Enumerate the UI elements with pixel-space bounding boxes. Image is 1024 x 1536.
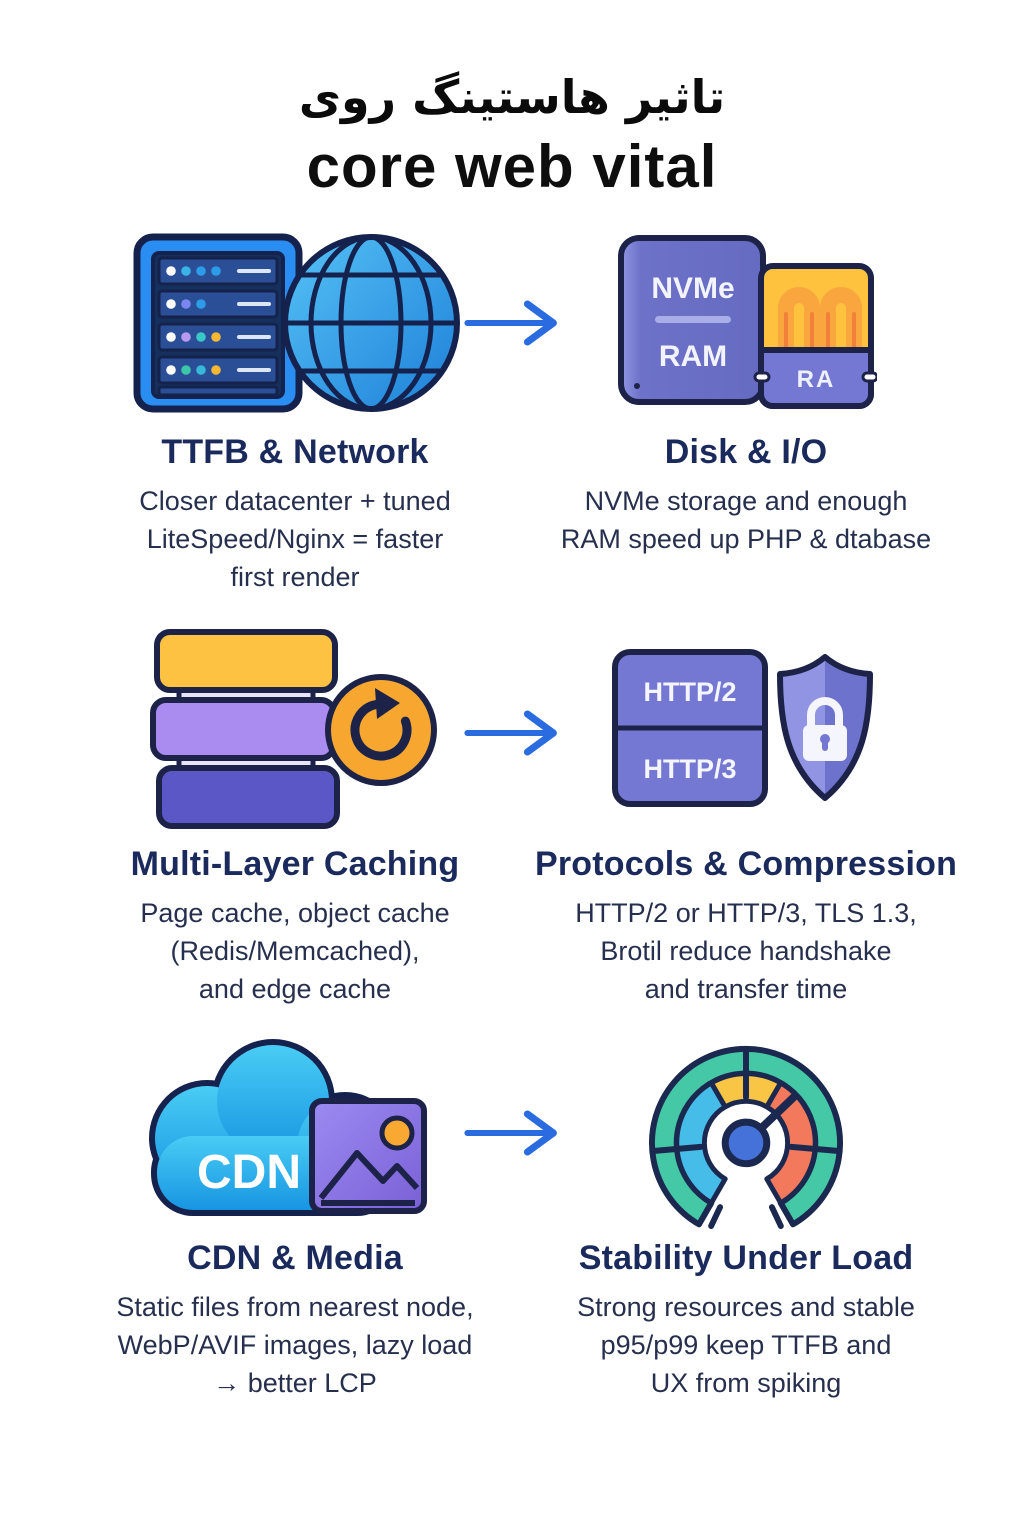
gauge-needle [721, 1092, 798, 1167]
http3-label: HTTP/3 [643, 754, 736, 784]
media-image-icon [309, 1097, 427, 1214]
http-shield-lock-icon: HTTP/2 HTTP/3 [612, 648, 873, 807]
ram-chip-label: RA [797, 366, 836, 393]
server-status-lights [166, 265, 271, 375]
section-body-ttfb: Closer datacenter + tuned LiteSpeed/Ngin… [139, 485, 451, 593]
caching-icon-wrap [149, 627, 441, 833]
row-ttfb-disk: TTFB & Network Closer datacenter + tuned… [0, 225, 1024, 597]
stability-icon-wrap [637, 1039, 855, 1229]
section-body-protocols: HTTP/2 or HTTP/3, TLS 1.3, Brotil reduce… [575, 897, 917, 1005]
section-heading-caching: Multi-Layer Caching [130, 844, 460, 883]
section-heading-stability: Stability Under Load [578, 1238, 914, 1277]
section-cdn-media: CDN CDN & Media Static files from neares… [0, 1038, 512, 1403]
shield-lock-icon [777, 653, 873, 801]
section-stability: Stability Under Load Strong resources an… [512, 1039, 1024, 1403]
page-title-persian: تاثیر هاستینگ روی [298, 70, 726, 124]
section-body-stability: Strong resources and stable p95/p99 keep… [577, 1291, 915, 1399]
flow-arrow-2 [461, 707, 571, 764]
section-heading-disk: Disk & I/O [664, 432, 828, 471]
section-heading-cdn: CDN & Media [187, 1238, 403, 1277]
http-protocol-card: HTTP/2 HTTP/3 [612, 648, 768, 807]
ram-chip-card: RA [753, 262, 877, 409]
refresh-icon [325, 673, 437, 786]
cache-layers-refresh-icon [150, 628, 437, 829]
nvme-label: NVMe [651, 272, 734, 305]
ttfb-icon-wrap [129, 225, 461, 421]
section-heading-protocols: Protocols & Compression [534, 844, 958, 883]
section-caching: Multi-Layer Caching Page cache, object c… [0, 627, 512, 1009]
section-body-disk: NVMe storage and enough RAM speed up PHP… [560, 485, 932, 554]
cache-layers [150, 628, 340, 829]
section-body-caching: Page cache, object cache (Redis/Memcache… [140, 897, 450, 1005]
section-body-cdn: Static files from nearest node, WebP/AVI… [116, 1291, 474, 1399]
flow-arrow-1 [461, 297, 571, 354]
header: تاثیر هاستینگ روی core web vital [0, 0, 1024, 197]
section-disk-io: NVMe RAM [512, 225, 1024, 597]
cdn-label: CDN [197, 1146, 301, 1199]
section-protocols: HTTP/2 HTTP/3 Protocols & Compression [512, 627, 1024, 1009]
protocols-icon-wrap: HTTP/2 HTTP/3 [610, 627, 882, 833]
globe-icon [282, 233, 460, 412]
disk-icon-wrap: NVMe RAM [615, 225, 877, 421]
http2-label: HTTP/2 [643, 677, 736, 707]
server-rack-icon [133, 233, 303, 413]
right-arrow-icon [464, 710, 557, 756]
gauge-icon [649, 1045, 843, 1229]
flow-arrow-3 [461, 1107, 571, 1164]
row-caching-protocols: Multi-Layer Caching Page cache, object c… [0, 627, 1024, 1009]
cdn-cloud-image-icon: CDN [149, 1038, 427, 1216]
right-arrow-icon [464, 300, 557, 346]
ram-label: RAM [659, 340, 727, 373]
sections-grid: TTFB & Network Closer datacenter + tuned… [0, 225, 1024, 1403]
right-arrow-icon [464, 1110, 557, 1156]
gauge-dial [649, 1045, 843, 1229]
cdn-icon-wrap: CDN [145, 1038, 445, 1227]
section-heading-ttfb: TTFB & Network [161, 432, 429, 471]
page-title-english: core web vital [306, 132, 718, 200]
server-globe-icon [133, 233, 460, 413]
row-cdn-stability: CDN CDN & Media Static files from neares… [0, 1038, 1024, 1403]
nvme-ram-icon: NVMe RAM [618, 234, 877, 409]
nvme-card: NVMe RAM [618, 234, 766, 405]
section-ttfb-network: TTFB & Network Closer datacenter + tuned… [0, 225, 512, 597]
